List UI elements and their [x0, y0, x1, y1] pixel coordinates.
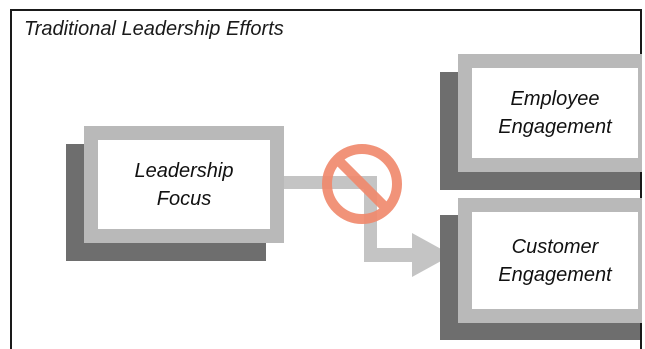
- employee-engagement-line2: Engagement: [498, 116, 612, 138]
- customer-engagement-line2: Engagement: [498, 263, 612, 286]
- employee-engagement-node: Employee Engagement: [472, 68, 638, 158]
- prohibition-icon: [322, 144, 402, 224]
- leadership-focus-line1: Leadership: [134, 159, 234, 182]
- leadership-focus-line2: Focus: [156, 187, 212, 210]
- customer-engagement-node: Customer Engagement: [472, 212, 638, 309]
- frame-title: Traditional Leadership Efforts: [24, 18, 284, 40]
- leadership-focus-node: Leadership Focus: [98, 140, 270, 229]
- diagram-frame: [10, 9, 642, 349]
- customer-engagement-line1: Customer: [511, 235, 599, 258]
- employee-engagement-line1: Employee: [510, 88, 600, 110]
